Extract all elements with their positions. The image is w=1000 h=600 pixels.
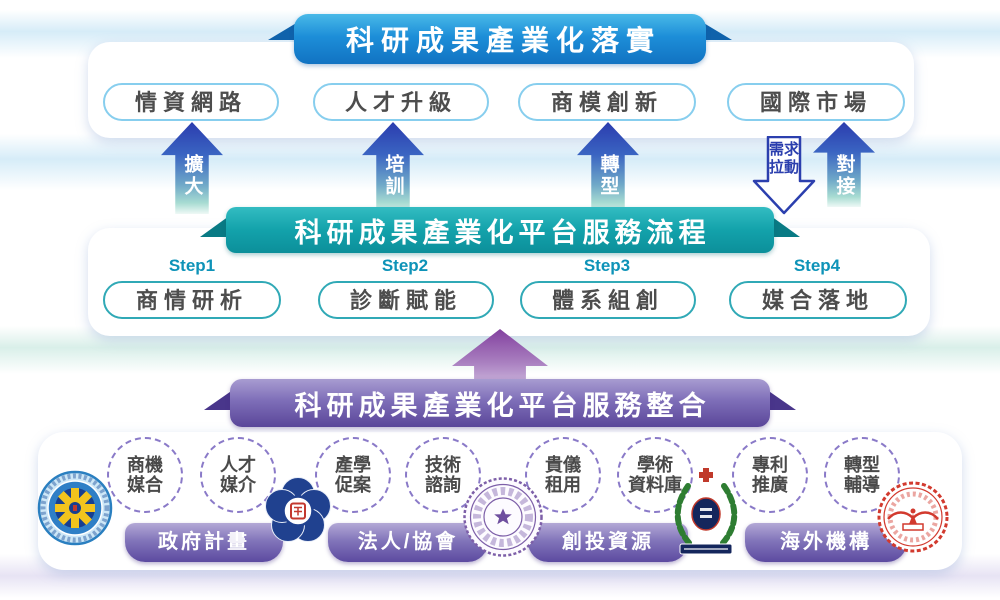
step-box-market-analysis: 商情研析 [103, 281, 281, 319]
service-circle-transformation-guidance: 轉型 輔導 [824, 437, 900, 513]
service-line: 促案 [335, 475, 371, 495]
channel-box-legal-associations: 法人/協會 [328, 523, 488, 562]
outcome-box-global-market: 國際市場 [727, 83, 905, 121]
outcome-box-intel-network: 情資網路 [103, 83, 279, 121]
service-line: 產學 [335, 454, 371, 475]
arrow-label: 轉型 [597, 154, 619, 198]
service-line: 學術 [637, 454, 673, 475]
service-line: 轉型 [844, 454, 880, 475]
outcome-label: 國際市場 [759, 90, 872, 115]
service-line: 技術 [425, 454, 461, 475]
top-banner-label: 科研成果產業化落實 [345, 25, 661, 56]
outcome-box-talent-upgrade: 人才升級 [313, 83, 489, 121]
service-line: 租用 [545, 475, 581, 495]
outcome-label: 情資網路 [134, 90, 247, 115]
top-banner-title: 科研成果產業化落實 [294, 14, 706, 64]
laurel-wreath-university-seal-icon [664, 464, 748, 565]
service-line: 推廣 [752, 475, 788, 495]
service-circle-patent-promotion: 專利 推廣 [732, 437, 808, 513]
service-circle-instrument-rental: 貴儀 租用 [525, 437, 601, 513]
outcome-label: 人才升級 [344, 90, 457, 115]
plum-blossom-university-seal-icon [258, 471, 338, 556]
service-line: 資料庫 [628, 475, 682, 495]
service-line: 商機 [127, 454, 163, 475]
bottom-banner-title: 科研成果產業化平台服務整合 [230, 379, 770, 427]
arrow-label: 對接 [833, 154, 855, 198]
step-box-landing: 媒合落地 [729, 281, 907, 319]
step1-caption: Step1 [168, 256, 216, 275]
red-gear-university-seal-icon [876, 480, 950, 559]
bottom-banner-label: 科研成果產業化平台服務整合 [294, 390, 711, 421]
step-label: 媒合落地 [761, 288, 874, 313]
service-circle-academic-database: 學術 資料庫 [617, 437, 693, 513]
blue-gear-university-seal-icon [37, 470, 113, 551]
sunburst-university-seal-icon [462, 476, 544, 563]
service-line: 媒合 [127, 475, 163, 495]
service-line: 媒介 [220, 475, 256, 495]
step-label: 商情研析 [135, 288, 248, 313]
arrow-label: 培訓 [382, 154, 404, 198]
service-circle-industry-academia: 產學 促案 [315, 437, 391, 513]
channel-box-venture-capital: 創投資源 [528, 523, 688, 562]
step-box-diagnosis: 診斷賦能 [318, 281, 494, 319]
outcome-box-business-model: 商模創新 [518, 83, 696, 121]
channel-box-government-programs: 政府計畫 [125, 523, 283, 562]
service-line: 貴儀 [545, 454, 581, 475]
step3-caption: Step3 [583, 256, 631, 275]
down-arrow-shape [752, 135, 816, 215]
service-line: 諮詢 [425, 475, 461, 495]
service-circle-talent-intermediary: 人才 媒介 [200, 437, 276, 513]
step-label: 體系組創 [551, 288, 664, 313]
middle-banner-label: 科研成果產業化平台服務流程 [294, 217, 711, 248]
down-arrow-demand-pull [751, 135, 817, 216]
outcome-label: 商模創新 [550, 90, 663, 115]
down-arrow-line2: 拉動 [768, 158, 799, 176]
service-circle-business-matching: 商機 媒合 [107, 437, 183, 513]
down-arrow-line1: 需求 [768, 141, 799, 158]
step-box-system-building: 體系組創 [520, 281, 696, 319]
service-circle-tech-consulting: 技術 諮詢 [405, 437, 481, 513]
middle-banner-title: 科研成果產業化平台服務流程 [226, 207, 774, 253]
down-arrow-label: 需求 拉動 [749, 141, 819, 176]
step4-caption: Step4 [793, 256, 841, 275]
service-line: 人才 [220, 454, 256, 475]
step-label: 診斷賦能 [349, 288, 462, 313]
service-line: 專利 [752, 454, 788, 475]
service-line: 輔導 [844, 475, 880, 495]
step2-caption: Step2 [381, 256, 429, 275]
arrow-label: 擴大 [181, 154, 203, 198]
